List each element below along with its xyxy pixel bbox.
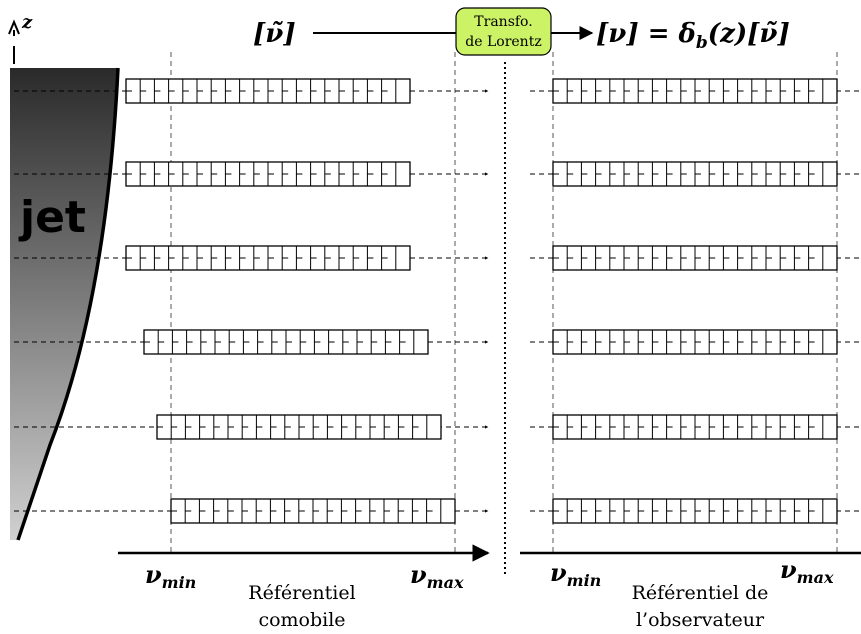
right-spectrum-row-2	[552, 161, 838, 187]
jet-boundary	[16, 67, 120, 541]
left-spectrum-row-5	[156, 414, 442, 440]
right-spectra	[552, 78, 838, 524]
jet-label: jet	[18, 192, 86, 243]
level-lines	[14, 89, 861, 513]
left-spectrum-row-2	[125, 161, 411, 187]
left-spectrum-row-6	[170, 498, 456, 524]
left-caption-line2: comobile	[258, 609, 345, 631]
right-caption-line1: Référentiel de	[632, 582, 769, 604]
left-spectrum-row-4	[143, 329, 429, 355]
right-nu-max-label: νmax	[780, 555, 834, 587]
right-frequency-axis: νmin νmax Référentiel de l’observateur	[520, 551, 861, 631]
left-nu-max-label: νmax	[410, 560, 464, 592]
left-nu-min-label: νmin	[145, 560, 196, 592]
transform-label-line2: de Lorentz	[465, 34, 541, 50]
output-spectrum-formula: [ν] = δb(z)[ν̃]	[596, 19, 790, 53]
left-frequency-axis: νmin νmax Référentiel comobile	[118, 544, 490, 631]
left-spectra	[125, 78, 456, 524]
jet: jet	[10, 67, 120, 541]
right-spectrum-row-3	[552, 245, 838, 271]
transform-header: [ν̃] Transfo. de Lorentz [ν] = δb(z)[ν̃]	[253, 7, 790, 56]
z-axis-arrowhead	[8, 19, 20, 35]
frequency-guides	[170, 52, 838, 556]
input-spectrum-symbol: [ν̃]	[253, 19, 296, 49]
left-spectrum-row-1	[125, 78, 411, 104]
jet-shape	[10, 68, 118, 540]
right-spectrum-row-6	[552, 498, 838, 524]
right-caption-line2: l’observateur	[636, 609, 765, 631]
z-axis-label: z	[21, 12, 33, 33]
right-spectrum-row-1	[552, 78, 838, 104]
left-caption-line1: Référentiel	[248, 582, 355, 604]
transform-label-line1: Transfo.	[474, 14, 532, 30]
left-spectrum-row-3	[125, 245, 411, 271]
right-spectrum-row-4	[552, 329, 838, 355]
right-nu-min-label: νmin	[550, 558, 601, 590]
right-spectrum-row-5	[552, 414, 838, 440]
lorentz-transform-box	[455, 7, 552, 56]
